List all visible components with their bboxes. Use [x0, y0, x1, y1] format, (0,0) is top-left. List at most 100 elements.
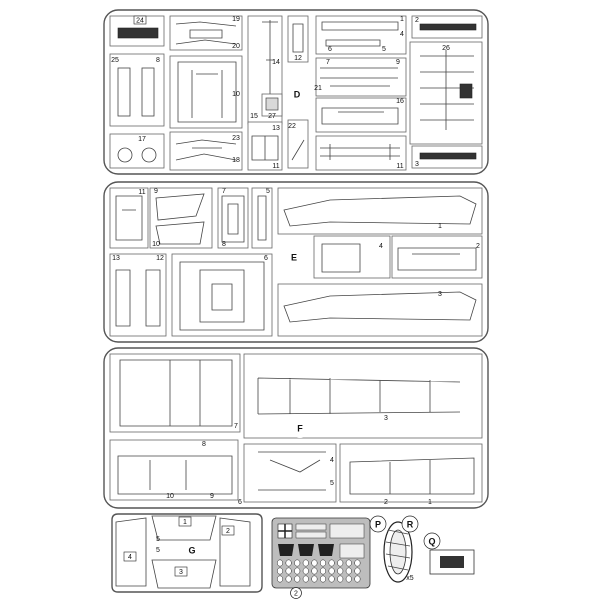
part-cell	[313, 235, 391, 279]
sprue-label-bg	[183, 541, 201, 559]
part-cell	[109, 253, 167, 337]
sprue-label-circle	[369, 515, 387, 533]
part-number-tag	[178, 516, 192, 527]
sprue-letter: Q	[428, 537, 435, 547]
part-number: 27	[268, 113, 276, 120]
etch-part	[302, 567, 309, 575]
part-cell	[109, 353, 241, 433]
etch-part	[354, 559, 361, 567]
part-number: 19	[232, 16, 240, 23]
side-panel-part	[349, 457, 475, 495]
part-cell	[315, 57, 407, 97]
part-number: 11	[138, 189, 145, 196]
part-number: 13	[272, 125, 280, 132]
cab-rear-part	[151, 559, 217, 589]
rail-part	[321, 21, 399, 47]
sprue-E: 11 9 10 7 8 5 1 13 12 6 4 2 3 E	[103, 181, 489, 343]
part-number: 4	[330, 457, 334, 464]
part-number: 4	[379, 243, 383, 250]
photo-etch-fret-P: P	[271, 515, 387, 589]
part-cell	[315, 135, 407, 171]
part-cell	[171, 253, 273, 337]
cargo-bed-part	[119, 359, 233, 427]
part-number: 5	[330, 480, 334, 487]
part-number: 1	[183, 519, 187, 526]
etch-part	[285, 559, 292, 567]
part-number: 2	[226, 528, 230, 535]
part-number: 1	[438, 223, 442, 230]
part-number: 9	[396, 59, 400, 66]
seat-part	[251, 135, 279, 161]
bumper-part	[419, 23, 477, 31]
part-number: 5	[382, 46, 386, 53]
part-number: 9	[210, 493, 214, 500]
part-number: 8	[156, 57, 160, 64]
brace-part	[258, 451, 326, 491]
etch-part	[285, 567, 292, 575]
etch-part	[294, 559, 301, 567]
etch-part	[345, 559, 352, 567]
part-number: 12	[156, 255, 164, 262]
part-number: 23	[232, 135, 240, 142]
side-panel-part	[117, 455, 233, 495]
etch-part	[354, 567, 361, 575]
part-number: 3	[179, 569, 183, 576]
etch-part	[319, 575, 327, 583]
etch-part	[311, 567, 318, 575]
part-number: 7	[326, 59, 330, 66]
part-cell	[251, 187, 273, 249]
part-number-tag	[133, 15, 147, 25]
part-number: 5	[156, 547, 160, 554]
spring-part	[141, 67, 155, 117]
cab-floor-part	[177, 61, 237, 123]
tyre-tread	[385, 529, 411, 571]
radiator-part	[117, 27, 159, 39]
part-number: 1	[400, 16, 404, 23]
axle-part	[175, 21, 237, 45]
part-number: 2	[476, 243, 480, 250]
etch-part	[328, 559, 335, 567]
part-number-tag	[221, 525, 235, 536]
part-cell	[217, 187, 249, 249]
part-number: 10	[166, 493, 174, 500]
part-number: 21	[314, 85, 322, 92]
part-cell	[277, 283, 483, 337]
crossmember-part	[321, 107, 399, 125]
part-cell	[109, 439, 239, 501]
part-number: 4	[128, 554, 132, 561]
sprue-label-bg	[290, 418, 310, 438]
part-number: 20	[232, 43, 240, 50]
sprue-label-bg	[286, 83, 308, 105]
sprue-G: 4 1 5 5 2 3 G	[111, 513, 263, 593]
part-number: 15	[250, 113, 258, 120]
part-cell	[277, 187, 483, 235]
part-number: 2	[415, 17, 419, 24]
cab-front-part	[151, 515, 217, 541]
etch-part	[345, 567, 352, 575]
part-cell	[287, 119, 309, 169]
part-number: 17	[138, 136, 146, 143]
part-cell	[315, 97, 407, 133]
part-number: 4	[400, 31, 404, 38]
part-cell	[109, 133, 165, 169]
etch-part	[295, 531, 327, 539]
part-number: 11	[396, 163, 403, 170]
sprue-letter: R	[407, 520, 414, 530]
sprue-letter: G	[188, 546, 195, 556]
etch-part	[319, 559, 327, 567]
window-part	[440, 556, 464, 568]
part-number: 24	[136, 18, 144, 25]
etch-part	[302, 559, 309, 567]
cab-door-part	[219, 517, 251, 587]
part-number-tag	[123, 551, 137, 562]
sprue-letter: P	[375, 520, 381, 530]
etch-part	[276, 559, 284, 567]
part-cell	[169, 15, 243, 51]
part-number: 3	[384, 415, 388, 422]
shaft-part	[262, 20, 278, 100]
part-number: 13	[112, 255, 120, 262]
sprue-label-circle	[423, 532, 441, 550]
part-number: 7	[234, 423, 238, 430]
part-cell	[169, 55, 243, 129]
fender-part	[155, 193, 205, 245]
